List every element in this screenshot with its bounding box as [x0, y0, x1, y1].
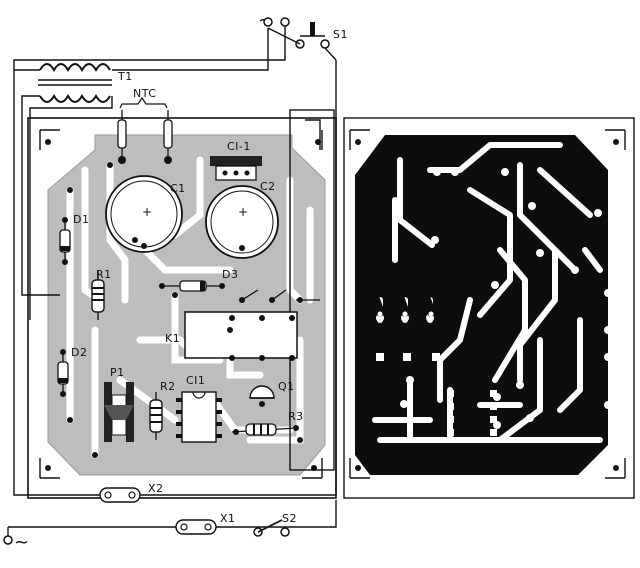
label-ci1: CI-1	[227, 140, 251, 153]
label-r3: R3	[288, 410, 304, 423]
corner-mark-bl	[39, 458, 60, 479]
copper-pour	[355, 135, 608, 475]
regulator-ci1: CI-1	[210, 140, 262, 181]
label-ci-lower: CI1	[186, 374, 205, 387]
resistor-r3: R3	[231, 410, 304, 436]
ac-symbol-bottom: ~	[14, 532, 29, 553]
component-side-board: T1 NTC CI	[8, 22, 337, 528]
ntc-brace	[119, 96, 168, 109]
label-r1: R1	[96, 268, 112, 281]
transistor-q1: Q1	[249, 380, 295, 407]
right-rail	[289, 109, 335, 471]
relay-k1: K1	[165, 311, 298, 361]
capacitor-c1: C1 +	[105, 175, 186, 253]
capacitor-c2: C2 +	[205, 180, 279, 259]
label-r2: R2	[160, 380, 176, 393]
resistor-r2: R2	[149, 380, 176, 440]
corner-mark-tl	[39, 129, 60, 150]
label-c2: C2	[260, 180, 276, 193]
label-s2: S2	[282, 512, 297, 525]
label-x2: X2	[148, 482, 164, 495]
label-d2: D2	[71, 346, 87, 359]
label-p1: P1	[110, 366, 125, 379]
switch-s1: S1	[267, 17, 348, 61]
transformer-t1: T1	[38, 63, 133, 103]
diode-d2: D2	[57, 346, 87, 397]
ic-ci1: CI1	[176, 374, 222, 443]
label-t1: T1	[117, 70, 133, 83]
label-ntc: NTC	[133, 87, 156, 100]
ntc-resistors	[117, 110, 173, 160]
svg-text:+: +	[238, 205, 248, 219]
label-k1: K1	[165, 332, 180, 345]
switch-s2: S2	[253, 512, 297, 537]
resistor-r1: R1	[91, 268, 112, 320]
label-x1: X1	[220, 512, 236, 525]
fuse-x1: X1	[175, 512, 236, 535]
svg-text:+: +	[142, 205, 152, 219]
corner-mark-br	[302, 458, 323, 479]
label-d1: D1	[73, 213, 89, 226]
label-c1: C1	[170, 182, 186, 195]
label-q1: Q1	[278, 380, 295, 393]
copper-side-board	[343, 117, 635, 499]
diode-d3: D3	[159, 268, 238, 292]
diode-d1: D1	[59, 213, 89, 265]
label-s1: S1	[333, 28, 348, 41]
label-d3: D3	[222, 268, 238, 281]
fuse-x2: X2	[99, 482, 164, 503]
potentiometer-p1: P1	[104, 366, 134, 442]
